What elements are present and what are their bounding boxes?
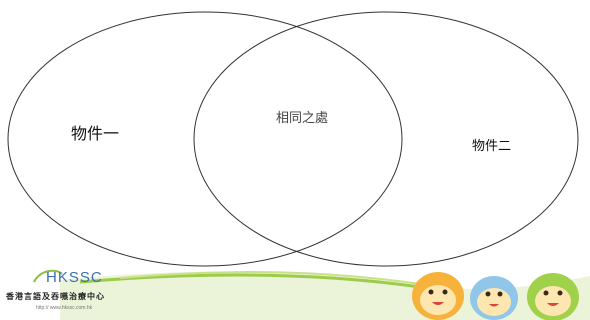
logo-swirl-icon [33,269,63,283]
logo-chinese-name: 香港言語及吞嚥治療中心 [6,291,105,301]
hkssc-logo: HKSSC 香港言語及吞嚥治療中心 http:// www.hkssc.com.… [6,270,176,318]
mascot-blue [470,276,518,320]
venn-circle-left [7,11,403,267]
mascot-green [527,273,579,320]
green-swoosh-line [79,273,441,292]
similarities-label: 相同之處 [276,111,329,126]
mascot-orange [412,272,464,320]
object-two-label: 物件二 [472,139,512,154]
object-one-label: 物件一 [71,124,120,143]
logo-url: http:// www.hkssc.com.hk [36,305,93,311]
logo-wordmark: HKSSC [46,269,103,286]
footer-banner: HKSSC 香港言語及吞嚥治療中心 http:// www.hkssc.com.… [0,262,590,320]
venn-circle-right [193,11,579,267]
footer-decoration [33,269,590,320]
